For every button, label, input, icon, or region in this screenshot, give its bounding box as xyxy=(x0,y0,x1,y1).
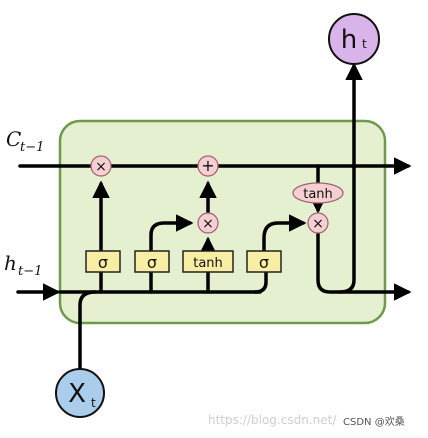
add-op: + xyxy=(197,155,219,177)
input-gate-out xyxy=(149,214,194,252)
hidden-out-line xyxy=(316,232,412,301)
hidden-prev-label: h t−1 xyxy=(4,251,42,279)
cell-tanh-op: tanh xyxy=(292,182,344,204)
watermark-url: https://blog.csdn.net/ xyxy=(208,413,337,427)
xt-to-concat-line xyxy=(78,290,97,370)
svg-text:σ: σ xyxy=(259,253,269,272)
svg-text:+: + xyxy=(201,156,214,175)
svg-text:t−1: t−1 xyxy=(20,140,44,155)
candidate-gate: tanh xyxy=(182,250,234,273)
output-gate: σ xyxy=(246,250,282,273)
forget-mul-op: × xyxy=(90,155,112,177)
svg-text:tanh: tanh xyxy=(193,256,223,271)
svg-text:t: t xyxy=(362,37,367,51)
output-gate-out xyxy=(262,214,307,252)
concat-to-output-gate xyxy=(253,270,268,294)
output-up-line xyxy=(338,62,363,294)
svg-text:σ: σ xyxy=(98,253,108,272)
svg-text:tanh: tanh xyxy=(303,187,333,202)
output-ht-node: h t xyxy=(328,13,380,65)
svg-text:×: × xyxy=(312,216,324,232)
input-mul-op: × xyxy=(197,212,219,234)
input-xt-node: X t xyxy=(55,368,105,418)
svg-text:×: × xyxy=(202,216,214,232)
cell-prev-label: C t−1 xyxy=(6,127,44,155)
svg-text:C: C xyxy=(6,127,21,151)
input-gate: σ xyxy=(134,250,170,273)
watermark-tag: CSDN @欢桑 xyxy=(343,415,405,428)
svg-text:σ: σ xyxy=(147,253,157,272)
svg-text:t−1: t−1 xyxy=(18,264,42,279)
forget-gate: σ xyxy=(85,250,121,273)
output-mul-op: × xyxy=(307,212,329,234)
svg-text:h: h xyxy=(341,25,357,55)
svg-text:×: × xyxy=(95,159,107,175)
svg-text:t: t xyxy=(91,396,96,410)
svg-text:h: h xyxy=(4,251,17,275)
svg-text:X: X xyxy=(68,379,86,409)
